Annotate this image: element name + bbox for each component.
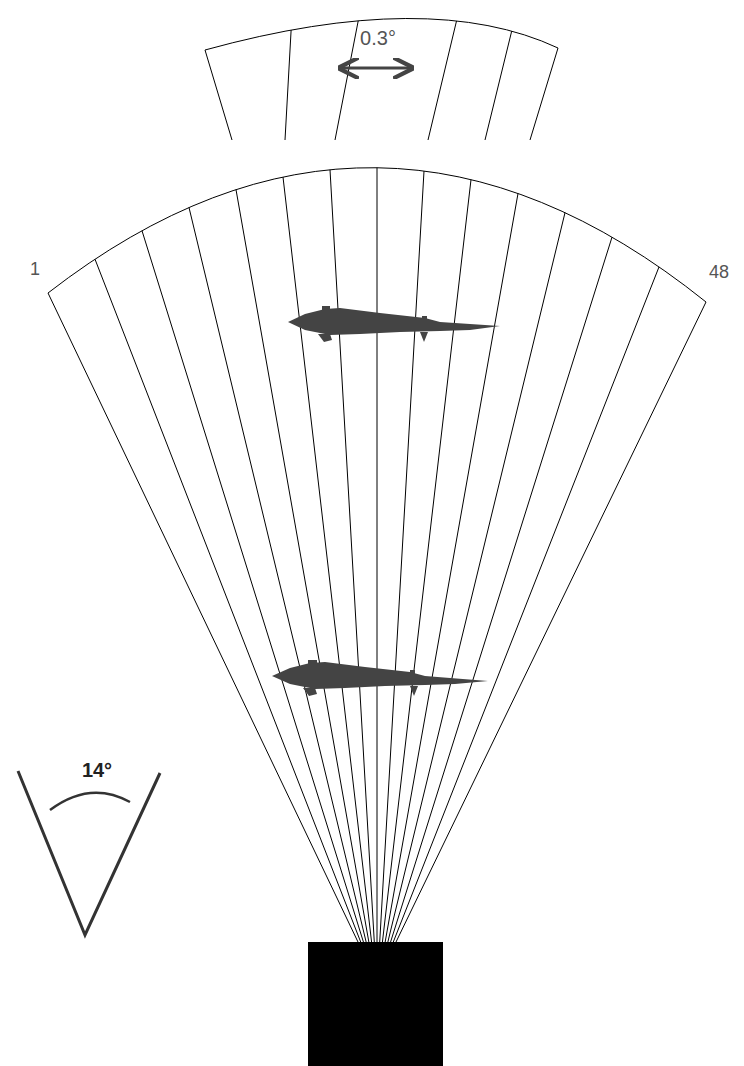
angle-label: 0.3°	[360, 28, 396, 48]
angle-arc	[50, 793, 130, 810]
beam-line	[428, 21, 457, 140]
beam-number: 48	[709, 263, 729, 281]
fan-beam-lines	[48, 168, 706, 942]
angle-arrow	[340, 67, 412, 70]
angle-symbol	[18, 771, 160, 935]
beam-line	[377, 168, 378, 942]
fish-silhouette	[288, 306, 500, 342]
beam-line	[380, 171, 424, 942]
beam-line	[205, 50, 232, 140]
inset-arc	[205, 18, 558, 50]
beam-line	[393, 267, 659, 942]
beam-line	[385, 194, 518, 942]
beam-line	[283, 177, 372, 942]
beam-line	[530, 48, 558, 140]
beam-line	[285, 30, 291, 140]
transducer-box	[308, 942, 443, 1066]
beam-line	[335, 21, 358, 140]
beam-line	[236, 190, 369, 942]
fish-silhouette	[272, 660, 488, 696]
beam-line	[330, 170, 374, 942]
beam-line	[396, 302, 706, 942]
beam-line	[391, 237, 612, 942]
angle-label: 14°	[82, 760, 112, 780]
beam-line	[485, 31, 512, 140]
inset-beam-lines	[205, 21, 558, 140]
beam-number: 1	[30, 260, 40, 278]
beam-line	[95, 259, 361, 942]
